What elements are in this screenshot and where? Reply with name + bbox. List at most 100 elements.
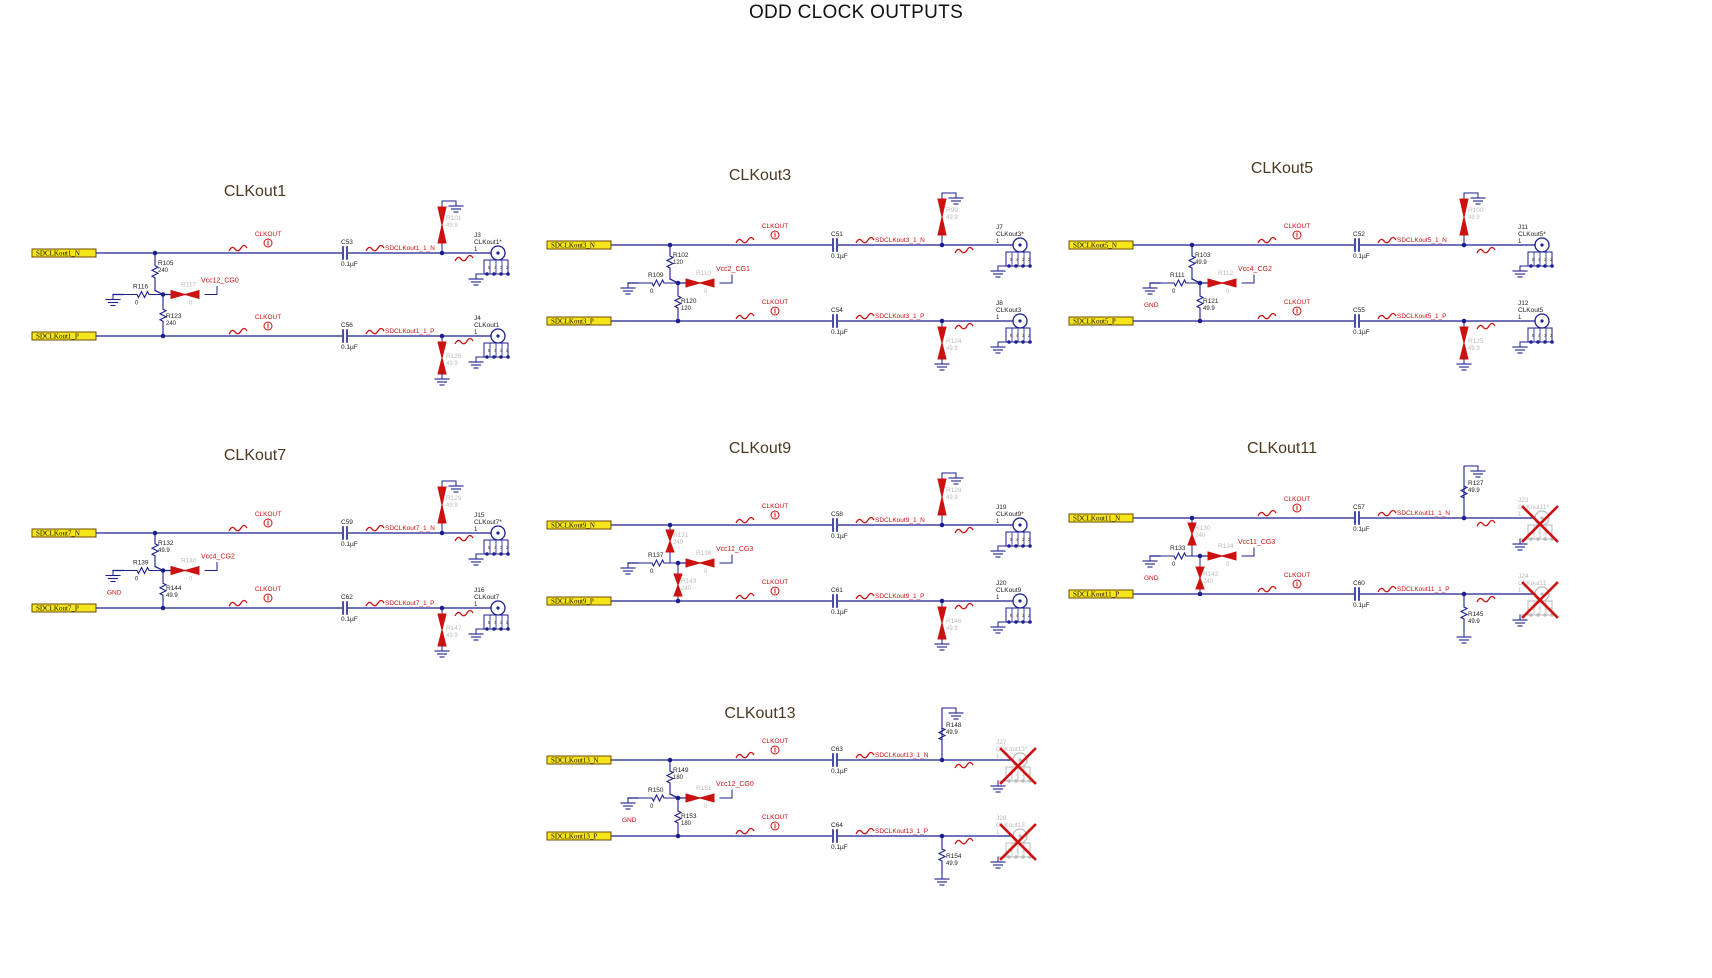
dnp-resistor-icon [1459, 326, 1469, 360]
ground-icon [434, 373, 450, 386]
test-point[interactable]: CLKOUT [255, 314, 281, 331]
pin-number: 2 [1550, 257, 1553, 262]
resistor-icon [673, 283, 683, 321]
sma-pin-icon [1018, 599, 1022, 603]
test-point[interactable]: CLKOUT [1284, 572, 1310, 589]
port-label: SDCLKout5_P [1073, 318, 1116, 326]
connector-ref: J4 [474, 315, 481, 322]
off-sheet-port[interactable]: SDCLKout5_P [1068, 316, 1134, 326]
test-point-icon [770, 745, 780, 755]
off-sheet-port[interactable]: SDCLKout3_P [546, 316, 612, 326]
test-point[interactable]: CLKOUT [762, 814, 788, 831]
pin-number: 2 [1028, 613, 1031, 618]
test-point[interactable]: CLKOUT [762, 503, 788, 520]
dnp-resistor-icon [1187, 522, 1197, 546]
capacitor-icon [1354, 587, 1360, 601]
off-sheet-port[interactable]: SDCLKout7_P [31, 603, 97, 613]
pin-number: 2 [1028, 333, 1031, 338]
off-sheet-port[interactable]: SDCLKout13_P [546, 831, 612, 841]
resistor-value: 0 [135, 577, 139, 583]
resistor-icon [158, 570, 168, 608]
pin-number: 3 [500, 265, 503, 270]
off-sheet-port[interactable]: SDCLKout3_N [546, 240, 612, 250]
resistor-value: 0 [704, 804, 708, 810]
net-tie-icon [735, 236, 755, 244]
capacitor-icon [1354, 511, 1360, 525]
pin-number: 5 [1010, 537, 1013, 542]
port-box [31, 331, 97, 341]
pin-number: 3 [500, 545, 503, 550]
pin-number: 5 [1532, 530, 1535, 535]
dnp-cross-icon [999, 823, 1037, 861]
test-point[interactable]: CLKOUT [1284, 299, 1310, 316]
ground-icon [934, 873, 950, 886]
pin-number: 3 [1022, 537, 1025, 542]
ground-icon [990, 856, 1006, 869]
net-tie-icon [1377, 236, 1397, 244]
off-sheet-port[interactable]: SDCLKout1_N [31, 248, 97, 258]
test-point[interactable]: CLKOUT [255, 231, 281, 248]
pin-number: 3 [1544, 530, 1547, 535]
test-point[interactable]: CLKOUT [255, 511, 281, 528]
pin-number: 5 [1010, 613, 1013, 618]
resistor-value: 0 [650, 804, 654, 810]
sma-pin-icon [1540, 319, 1544, 323]
test-point-icon [1292, 503, 1302, 513]
net-label: SDCLKout13_1_P [875, 828, 928, 835]
test-point[interactable]: CLKOUT [255, 586, 281, 603]
connector-name: CLKout7 [474, 594, 500, 601]
clock-block-clkout5: CLKout5SDCLKout5_NSDCLKout5_PCLKOUTCLKOU… [1068, 160, 1554, 371]
off-sheet-port[interactable]: SDCLKout11_N [1068, 513, 1134, 523]
test-point[interactable]: CLKOUT [1284, 496, 1310, 513]
off-sheet-port[interactable]: SDCLKout5_N [1068, 240, 1134, 250]
sma-connector[interactable]: J24CLKout1115432 [1512, 573, 1554, 627]
ground-icon [1142, 282, 1158, 295]
ground-icon [934, 358, 950, 371]
sma-connector[interactable]: J28CLKout1315432 [990, 815, 1032, 869]
ground-icon [620, 282, 636, 295]
capacitor-icon [832, 829, 838, 843]
pin-number: 1 [1518, 588, 1522, 594]
dnp-resistor-icon [170, 289, 200, 300]
off-sheet-port[interactable]: SDCLKout7_N [31, 528, 97, 538]
net-tie-icon [855, 592, 875, 600]
resistor-value: 0 [1226, 562, 1230, 568]
off-sheet-port[interactable]: SDCLKout9_P [546, 596, 612, 606]
off-sheet-port[interactable]: SDCLKout13_N [546, 755, 612, 765]
test-point[interactable]: CLKOUT [762, 579, 788, 596]
power-net-label: Vcc4_CG2 [201, 554, 235, 561]
test-point[interactable]: CLKOUT [1284, 223, 1310, 240]
net-tie-icon [954, 837, 974, 845]
net-tie-icon [1476, 246, 1496, 254]
off-sheet-port[interactable]: SDCLKout11_P [1068, 589, 1134, 599]
port-box [546, 316, 612, 326]
test-point[interactable]: CLKOUT [762, 299, 788, 316]
test-point-icon [770, 230, 780, 240]
power-net-label: Vcc12_CG0 [201, 278, 239, 285]
test-point[interactable]: CLKOUT [762, 223, 788, 240]
connector-ref: J15 [474, 512, 485, 519]
pin-number: 4 [494, 620, 497, 625]
off-sheet-port[interactable]: SDCLKout9_N [546, 520, 612, 530]
wire [1521, 581, 1559, 619]
net-tie-icon [735, 751, 755, 759]
test-point[interactable]: CLKOUT [762, 738, 788, 755]
off-sheet-port[interactable]: SDCLKout1_P [31, 331, 97, 341]
resistor-value: 49.9 [1203, 306, 1215, 312]
pin-number: 5 [488, 620, 491, 625]
block-title: CLKout3 [729, 167, 791, 184]
pin-number: 4 [494, 348, 497, 353]
dnp-resistor-icon [685, 793, 715, 803]
